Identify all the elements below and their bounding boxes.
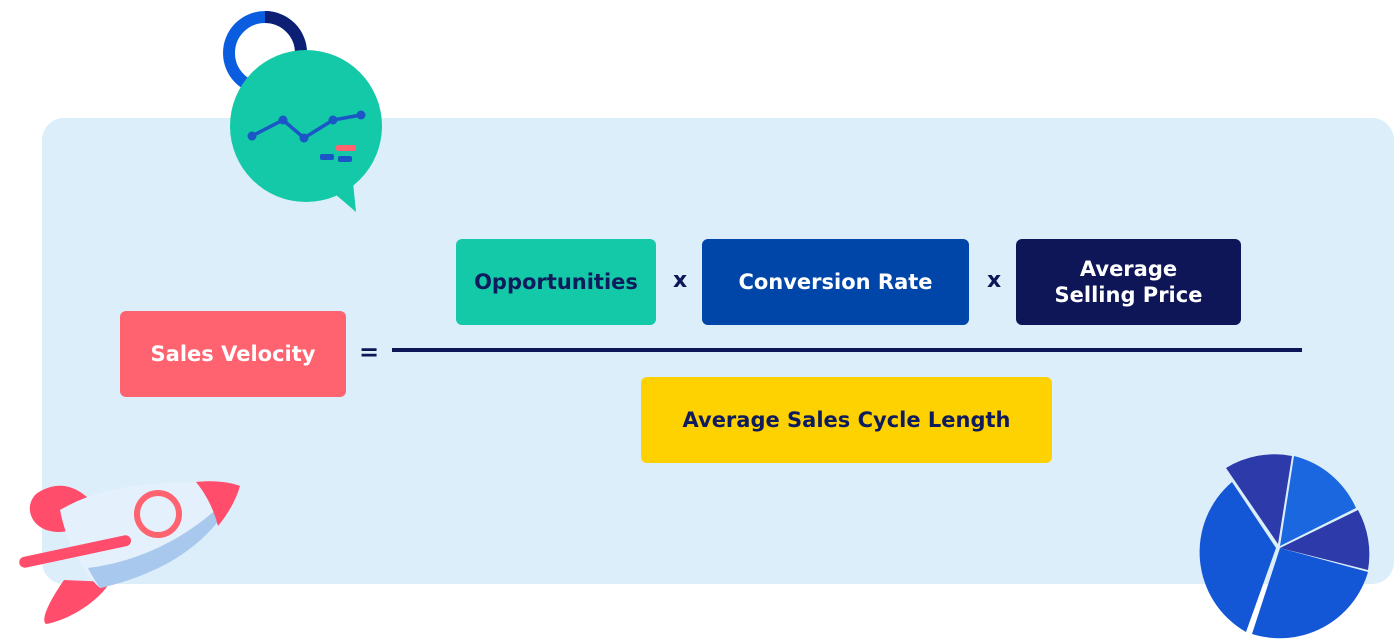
sales-cycle-length-label: Average Sales Cycle Length [682, 407, 1011, 432]
average-selling-price-label: Average Selling Price [1054, 256, 1203, 307]
fraction-bar [392, 348, 1302, 352]
sales-velocity-box: Sales Velocity [120, 311, 346, 397]
multiply-sign-2: x [987, 268, 1002, 293]
sales-velocity-label: Sales Velocity [150, 341, 316, 366]
pie-chart-icon [1199, 454, 1370, 639]
opportunities-box: Opportunities [456, 239, 656, 325]
equals-sign: = [359, 338, 380, 366]
opportunities-label: Opportunities [474, 269, 638, 294]
multiply-sign-1: x [673, 268, 688, 293]
conversion-rate-box: Conversion Rate [702, 239, 969, 325]
average-selling-price-box: Average Selling Price [1016, 239, 1241, 325]
chat-bubble-line-chart-icon [230, 50, 382, 212]
rocket-icon [19, 481, 240, 624]
conversion-rate-label: Conversion Rate [738, 269, 933, 294]
sales-cycle-length-box: Average Sales Cycle Length [641, 377, 1052, 463]
